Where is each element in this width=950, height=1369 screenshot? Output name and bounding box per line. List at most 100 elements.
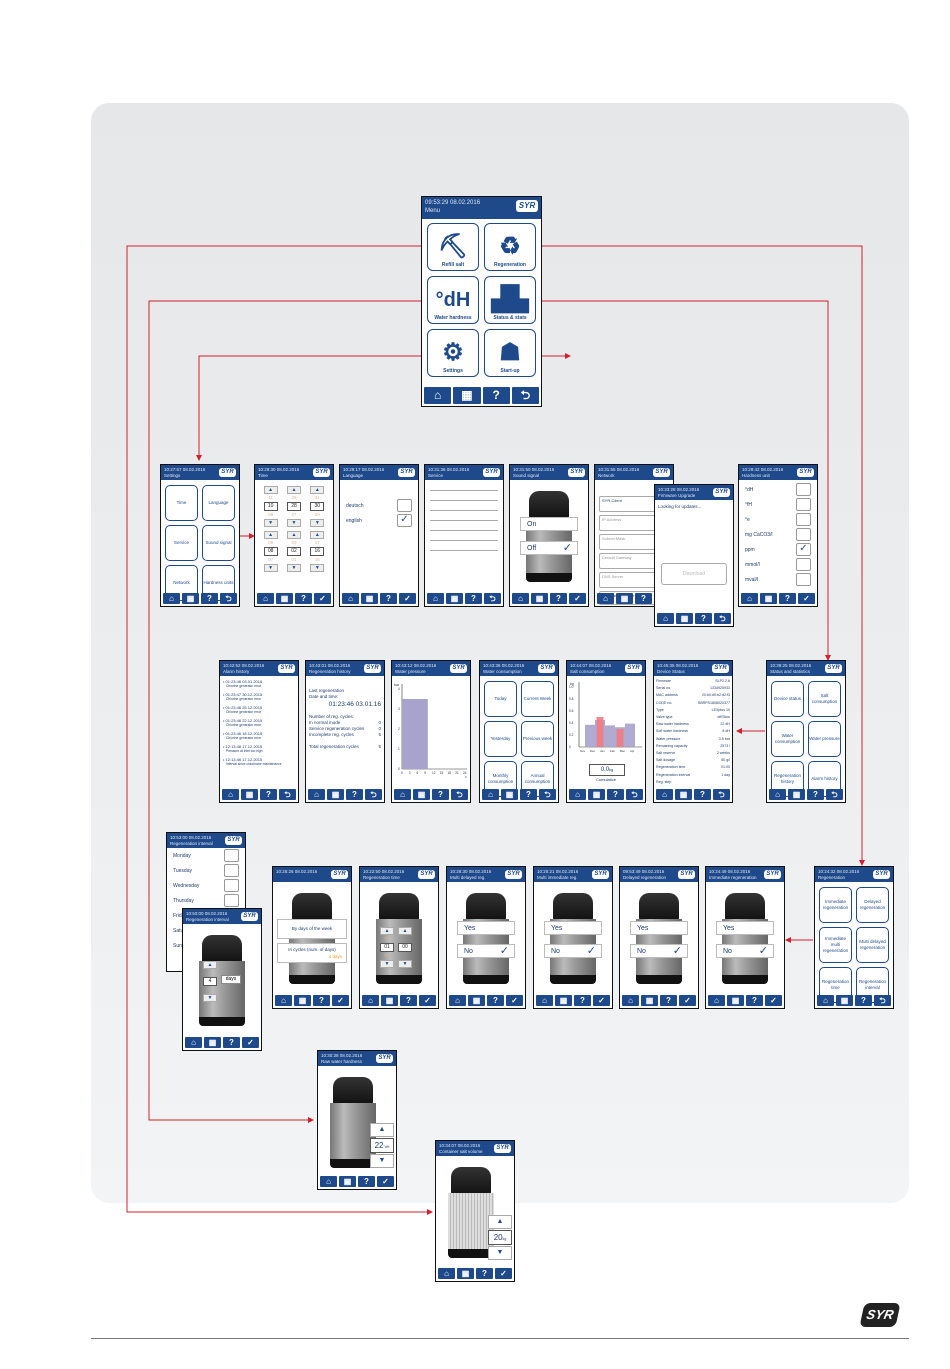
confirm-button[interactable]: ✓ xyxy=(569,593,586,604)
unit-option[interactable]: mg CaCO3/l xyxy=(739,527,817,542)
menu-button[interactable]: ▦ xyxy=(641,995,658,1006)
home-button[interactable]: ⌂ xyxy=(362,995,379,1006)
unit-option[interactable]: mval/l xyxy=(739,572,817,587)
hardness-up-button[interactable]: ▲ xyxy=(370,1123,394,1137)
regen-minute-value[interactable]: 00 xyxy=(398,943,412,952)
checkbox[interactable] xyxy=(796,558,811,571)
day-down-button[interactable]: ▼ xyxy=(263,564,278,572)
second-value[interactable]: 30 xyxy=(310,502,325,511)
help-button[interactable]: ? xyxy=(260,789,277,800)
minute-down-button[interactable]: ▼ xyxy=(286,519,301,527)
tile-water-pressure[interactable]: Water pressure xyxy=(808,721,841,757)
tile-delayed-regeneration[interactable]: Delayed regeneration xyxy=(856,887,889,923)
menu-tile-refill-salt[interactable]: ⛏Refill salt xyxy=(427,223,479,271)
help-button[interactable]: ? xyxy=(487,995,504,1006)
home-button[interactable]: ⌂ xyxy=(597,593,614,604)
help-button[interactable]: ? xyxy=(201,593,218,604)
back-button[interactable]: ⮌ xyxy=(713,789,730,800)
menu-button[interactable]: ▦ xyxy=(339,1176,356,1187)
back-button[interactable]: ⮌ xyxy=(714,613,731,624)
interval-down-button[interactable]: ▼ xyxy=(203,994,217,1002)
regen-minute-up-button[interactable]: ▲ xyxy=(398,927,412,935)
tile-regeneration-interval[interactable]: Regeneration interval xyxy=(856,967,889,1003)
home-button[interactable]: ⌂ xyxy=(257,593,274,604)
help-button[interactable]: ? xyxy=(520,789,537,800)
checkbox[interactable] xyxy=(224,864,239,877)
month-down-button[interactable]: ▼ xyxy=(286,564,301,572)
month-value[interactable]: 02 xyxy=(286,547,301,556)
unit-option[interactable]: °e xyxy=(739,512,817,527)
menu-tile-settings[interactable]: ⚙Settings xyxy=(427,329,479,377)
menu-tile-status-stats[interactable]: ▟▙Status & stats xyxy=(484,276,536,324)
menu-button[interactable]: ▦ xyxy=(413,789,430,800)
home-button[interactable]: ⌂ xyxy=(424,387,452,404)
menu-button[interactable]: ▦ xyxy=(675,789,692,800)
menu-button[interactable]: ▦ xyxy=(327,789,344,800)
home-button[interactable]: ⌂ xyxy=(449,995,466,1006)
tile-hardness-units[interactable]: Hardness units xyxy=(202,565,235,601)
menu-button[interactable]: ▦ xyxy=(361,593,378,604)
option-no[interactable]: No✓ xyxy=(630,944,688,958)
menu-button[interactable]: ▦ xyxy=(760,593,777,604)
help-button[interactable]: ? xyxy=(482,387,510,404)
tile-immediate-regeneration[interactable]: Immediate regeneration xyxy=(819,887,852,923)
home-button[interactable]: ⌂ xyxy=(342,593,359,604)
tile-regeneration-history[interactable]: Regeneration history xyxy=(771,761,804,797)
help-button[interactable]: ? xyxy=(635,593,652,604)
tile-network[interactable]: Network xyxy=(165,565,198,601)
month-up-button[interactable]: ▲ xyxy=(286,531,301,539)
option-yes[interactable]: Yes xyxy=(457,921,515,935)
option-no[interactable]: No✓ xyxy=(457,944,515,958)
help-button[interactable]: ? xyxy=(695,613,712,624)
confirm-button[interactable]: ✓ xyxy=(798,593,815,604)
help-button[interactable]: ? xyxy=(550,593,567,604)
checkbox-checked[interactable]: ✓ xyxy=(397,514,412,527)
menu-button[interactable]: ▦ xyxy=(294,995,311,1006)
salt-down-button[interactable]: ▼ xyxy=(488,1246,512,1260)
back-button[interactable]: ⮌ xyxy=(874,995,891,1006)
help-button[interactable]: ? xyxy=(694,789,711,800)
menu-tile-start-up[interactable]: ☗Start-up xyxy=(484,329,536,377)
home-button[interactable]: ⌂ xyxy=(622,995,639,1006)
checkbox[interactable] xyxy=(397,499,412,512)
menu-button[interactable]: ▦ xyxy=(241,789,258,800)
menu-button[interactable]: ▦ xyxy=(501,789,518,800)
confirm-button[interactable]: ✓ xyxy=(377,1176,394,1187)
tile-monthly[interactable]: Monthly consumption xyxy=(484,761,517,797)
tile-regeneration-time[interactable]: Regeneration time xyxy=(819,967,852,1003)
help-button[interactable]: ? xyxy=(346,789,363,800)
menu-tile-regeneration[interactable]: ♻Regeneration xyxy=(484,223,536,271)
year-down-button[interactable]: ▼ xyxy=(310,564,325,572)
second-up-button[interactable]: ▲ xyxy=(310,486,325,494)
help-button[interactable]: ? xyxy=(574,995,591,1006)
home-button[interactable]: ⌂ xyxy=(222,789,239,800)
home-button[interactable]: ⌂ xyxy=(275,995,292,1006)
hour-value[interactable]: 10 xyxy=(263,502,278,511)
tile-sound-signal[interactable]: Sound signal xyxy=(202,525,235,561)
minute-value[interactable]: 28 xyxy=(286,502,301,511)
back-button[interactable]: ⮌ xyxy=(220,593,237,604)
help-button[interactable]: ? xyxy=(380,593,397,604)
home-button[interactable]: ⌂ xyxy=(656,789,673,800)
interval-up-button[interactable]: ▲ xyxy=(203,961,217,969)
menu-button[interactable]: ▦ xyxy=(446,593,463,604)
home-button[interactable]: ⌂ xyxy=(163,593,180,604)
checkbox[interactable] xyxy=(796,483,811,496)
home-button[interactable]: ⌂ xyxy=(438,1268,455,1279)
tile-device-status[interactable]: Device status xyxy=(771,681,804,717)
home-button[interactable]: ⌂ xyxy=(817,995,834,1006)
confirm-button[interactable]: ✓ xyxy=(399,593,416,604)
menu-button[interactable]: ▦ xyxy=(555,995,572,1006)
day-up-button[interactable]: ▲ xyxy=(263,531,278,539)
menu-button[interactable]: ▦ xyxy=(468,995,485,1006)
back-button[interactable]: ⮌ xyxy=(365,789,382,800)
hardness-down-button[interactable]: ▼ xyxy=(370,1154,394,1168)
download-button[interactable]: Download xyxy=(661,563,727,585)
checkbox[interactable] xyxy=(224,849,239,862)
checkbox[interactable] xyxy=(796,513,811,526)
hour-down-button[interactable]: ▼ xyxy=(263,519,278,527)
salt-up-button[interactable]: ▲ xyxy=(488,1215,512,1229)
menu-button[interactable]: ▦ xyxy=(588,789,605,800)
home-button[interactable]: ⌂ xyxy=(320,1176,337,1187)
